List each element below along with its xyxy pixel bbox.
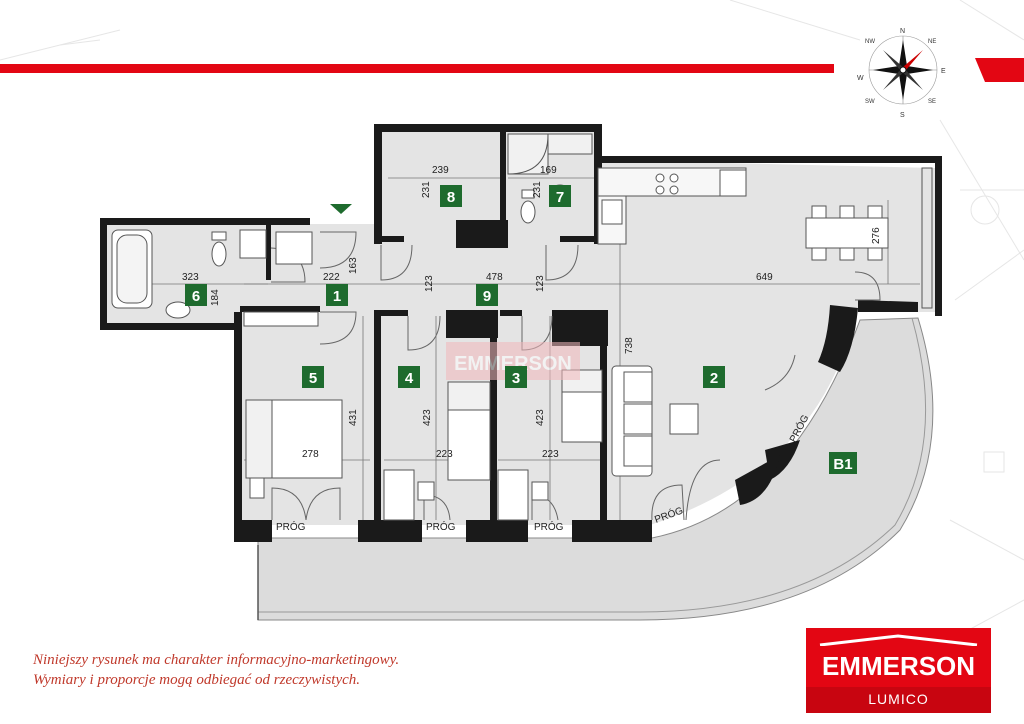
dim-278: 278 [302,449,319,460]
compass-nw: NW [865,39,875,45]
svg-text:1: 1 [333,288,341,305]
dim-431: 431 [348,409,359,426]
room-label-6: 6 [185,284,207,306]
dim-323: 323 [182,272,199,283]
room-label-b1: B1 [829,452,857,474]
dim-478: 478 [486,272,503,283]
svg-text:EMMERSON: EMMERSON [454,353,572,375]
svg-text:6: 6 [192,288,200,305]
logo-sub: LUMICO [868,691,929,707]
top-right-red-tab [975,58,1024,82]
threshold-3: PRÓG [534,520,564,533]
room-label-8: 8 [440,185,462,207]
compass-se: SE [928,99,936,105]
toilet-7-icon [520,200,536,224]
washing-machine-icon [239,229,267,259]
compass-w: W [857,75,864,82]
roof-icon [819,634,978,646]
svg-text:8: 8 [447,189,455,206]
compass-sw: SW [865,99,875,105]
dim-223a: 223 [436,449,453,460]
dim-169: 169 [540,165,557,176]
wardrobe-5 [243,311,319,327]
svg-text:B1: B1 [833,456,852,473]
compass-e: E [941,68,946,75]
walls [100,124,942,542]
room-label-2: 2 [703,366,725,388]
disclaimer-line-1: Niniejszy rysunek ma charakter informacy… [33,652,400,668]
dim-123a: 123 [424,275,435,292]
fixtures [111,133,889,521]
emmerson-logo: EMMERSON LUMICO [806,628,991,713]
kitchen-sink-icon [601,199,623,225]
room-label-1: 1 [326,284,348,306]
disclaimer: Niniejszy rysunek ma charakter informacy… [33,650,399,690]
dim-423b: 423 [535,409,546,426]
compass-rose-icon: N NE E SE S SW W NW [857,28,946,119]
background-site-lines [0,0,1024,641]
room-label-4: 4 [398,366,420,388]
dim-222: 222 [323,272,340,283]
svg-text:9: 9 [483,288,491,305]
dim-184: 184 [210,289,221,306]
svg-text:4: 4 [405,370,414,387]
threshold-4: PRÓG [426,520,456,533]
dim-123b: 123 [535,275,546,292]
room-label-3: 3 [505,366,527,388]
dimension-labels: 239 231 169 231 323 184 222 163 123 478 … [182,165,882,460]
top-red-bar [0,64,834,73]
svg-text:2: 2 [710,370,718,387]
wardrobe-3 [497,469,529,521]
compass-ne: NE [928,39,936,45]
balcony-railing [258,317,927,613]
threshold-5: PRÓG [276,520,306,533]
coffee-table [669,403,699,435]
svg-text:5: 5 [309,370,317,387]
entrance-arrow-icon [330,204,352,214]
sink-icon [165,301,191,319]
dim-738: 738 [624,337,635,354]
nightstand-5 [249,477,265,499]
dim-223b: 223 [542,449,559,460]
dim-231b: 231 [532,181,543,198]
dim-649: 649 [756,272,773,283]
compass-n: N [900,28,905,35]
toilet-icon [211,231,227,241]
window-frame-right [921,167,933,309]
dim-231a: 231 [421,181,432,198]
dim-239: 239 [432,165,449,176]
wardrobe-4 [383,469,415,521]
dim-423a: 423 [422,409,433,426]
dim-276: 276 [871,227,882,244]
disclaimer-line-2: Wymiary i proporcje mogą odbiegać od rze… [33,672,361,688]
room-labels: 1 2 3 4 5 6 7 8 9 B1 [185,185,857,474]
room-label-7: 7 [549,185,571,207]
compass-s: S [900,112,905,119]
door-swings [270,231,881,521]
cooktop-icon [655,173,665,183]
logo-name: EMMERSON [821,651,976,681]
dim-163: 163 [348,257,359,274]
svg-text:7: 7 [556,189,564,206]
room-label-9: 9 [476,284,498,306]
shower-icon [507,133,549,175]
svg-text:3: 3 [512,370,520,387]
room-label-5: 5 [302,366,324,388]
